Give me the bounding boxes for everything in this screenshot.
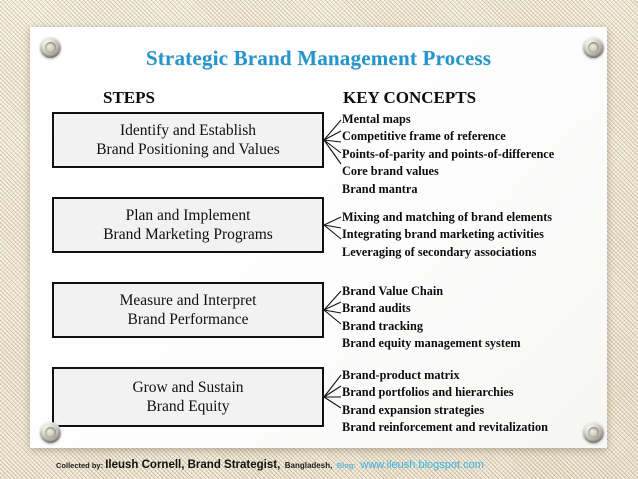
page-title: Strategic Brand Management Process: [145, 46, 492, 70]
step-box-plan-and-implement[interactable]: Plan and Implement Brand Marketing Progr…: [52, 197, 324, 253]
step-box-line-2: Brand Marketing Programs: [103, 226, 273, 243]
key-concept-item: Brand-product matrix: [342, 368, 460, 382]
step-box-line-2: Brand Equity: [146, 398, 230, 415]
credit-prefix: Collected by: [56, 461, 101, 470]
key-concept-group-3: Brand Value Chain Brand audits Brand tra…: [342, 283, 521, 353]
column-header-steps: STEPS: [103, 88, 155, 107]
step-box-identify-and-establish[interactable]: Identify and Establish Brand Positioning…: [52, 112, 324, 168]
key-concept-item: Brand mantra: [342, 181, 418, 196]
credit-country: Bangladesh,: [284, 461, 333, 470]
credit-author-name: Ileush Cornell, Brand Strategist,: [105, 459, 281, 471]
key-concept-group-2: Mixing and matching of brand elements In…: [342, 209, 552, 261]
credit-separator: :: [100, 461, 106, 470]
key-concept-item: Mixing and matching of brand elements: [342, 210, 553, 224]
key-concept-item: Competitive frame of reference: [342, 129, 506, 144]
key-concept-item: Core brand values: [342, 164, 439, 179]
key-concept-group-1: Mental maps Competitive frame of referen…: [342, 111, 554, 198]
credit-blog-label: Blog:: [336, 461, 356, 470]
grommet-icon: [40, 37, 61, 58]
step-box-measure-and-interpret[interactable]: Measure and Interpret Brand Performance: [52, 282, 324, 338]
key-concept-item: Integrating brand marketing activities: [342, 227, 544, 242]
key-concept-item: Points-of-parity and points-of-differenc…: [342, 146, 555, 161]
key-concept-item: Brand equity management system: [342, 336, 521, 351]
key-concept-item: Brand Value Chain: [342, 284, 444, 298]
key-concept-item: Mental maps: [342, 112, 411, 126]
key-concept-item: Brand reinforcement and revitalization: [342, 420, 548, 435]
presentation-slide: Strategic Brand Management Process STEPS…: [30, 27, 607, 448]
grommet-icon: [583, 422, 604, 443]
step-box-line-1: Grow and Sustain: [132, 378, 244, 396]
step-box-line-1: Measure and Interpret: [119, 291, 257, 309]
step-box-line-2: Brand Positioning and Values: [96, 141, 280, 158]
column-header-key-concepts: KEY CONCEPTS: [343, 88, 477, 107]
grommet-icon: [583, 37, 604, 58]
key-concept-item: Brand tracking: [342, 318, 423, 333]
step-box-line-1: Plan and Implement: [125, 206, 251, 224]
credit-blog-url[interactable]: www.ileush.blogspot.com: [360, 459, 484, 471]
key-concept-item: Leveraging of secondary associations: [342, 244, 537, 259]
key-concept-item: Brand audits: [342, 301, 411, 316]
step-box-line-2: Brand Performance: [127, 311, 249, 328]
footer-credit: Collected by: Ileush Cornell, Brand Stra…: [56, 456, 484, 472]
key-concept-item: Brand expansion strategies: [342, 402, 485, 417]
step-box-grow-and-sustain[interactable]: Grow and Sustain Brand Equity: [52, 367, 324, 427]
key-concept-item: Brand portfolios and hierarchies: [342, 385, 514, 400]
step-box-line-1: Identify and Establish: [119, 121, 257, 139]
grommet-icon: [40, 422, 61, 443]
key-concept-group-4: Brand-product matrix Brand portfolios an…: [342, 367, 548, 437]
